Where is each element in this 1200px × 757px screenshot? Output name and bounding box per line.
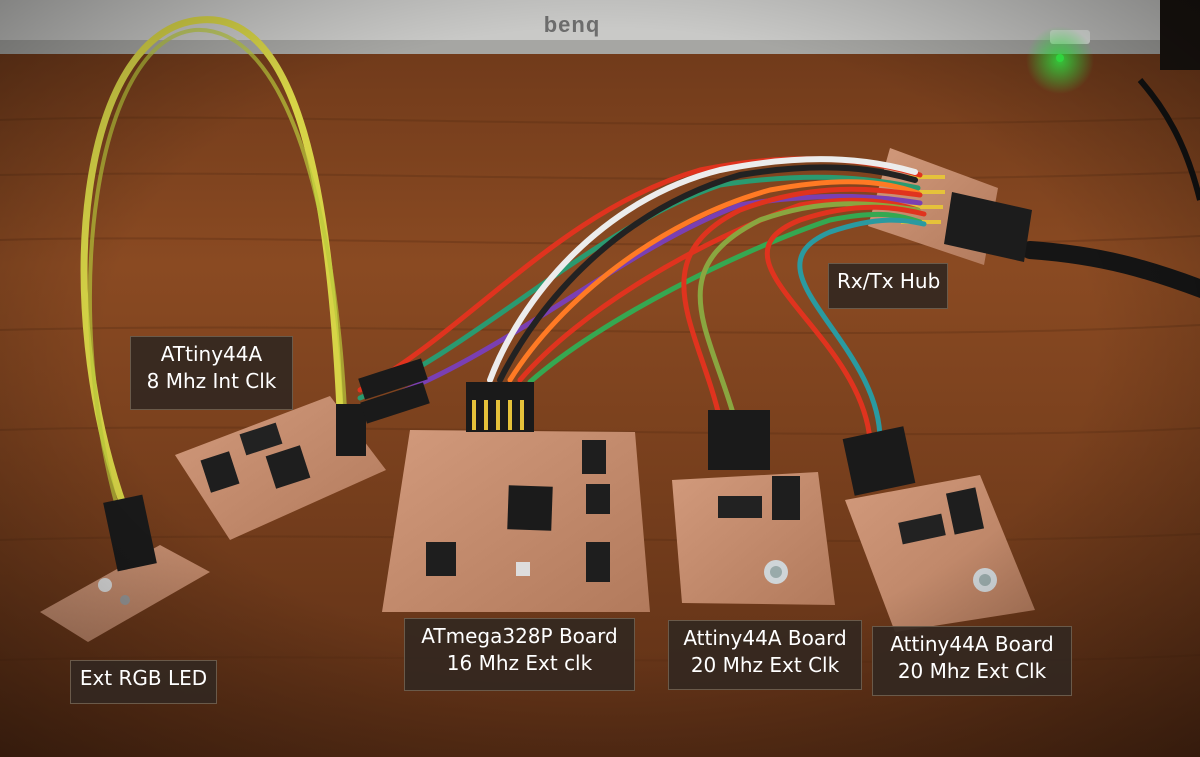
label-atmega-board-line-2: 16 Mhz Ext clk: [446, 651, 593, 675]
label-attiny-int-clk-line-2: 8 Mhz Int Clk: [146, 369, 277, 393]
label-ext-rgb-led: Ext RGB LED: [70, 660, 217, 704]
label-attiny-ext-clk-1-line-2: 20 Mhz Ext Clk: [690, 653, 840, 677]
label-attiny-int-clk: ATtiny44A 8 Mhz Int Clk: [130, 336, 293, 410]
label-atmega-board-line-1: ATmega328P Board: [421, 624, 618, 648]
label-ext-rgb-led-line-1: Ext RGB LED: [79, 666, 208, 690]
label-rxtx-hub-line-1: Rx/Tx Hub: [837, 269, 941, 293]
label-attiny-ext-clk-1-line-1: Attiny44A Board: [683, 626, 847, 650]
label-attiny-ext-clk-2: Attiny44A Board 20 Mhz Ext Clk: [872, 626, 1072, 696]
label-attiny-int-clk-line-1: ATtiny44A: [160, 342, 263, 366]
label-attiny-ext-clk-2-line-2: 20 Mhz Ext Clk: [897, 659, 1047, 683]
label-attiny-ext-clk-1: Attiny44A Board 20 Mhz Ext Clk: [668, 620, 862, 690]
label-attiny-ext-clk-2-line-1: Attiny44A Board: [890, 632, 1054, 656]
label-rxtx-hub: Rx/Tx Hub: [828, 263, 948, 309]
label-atmega-board: ATmega328P Board 16 Mhz Ext clk: [404, 618, 635, 691]
